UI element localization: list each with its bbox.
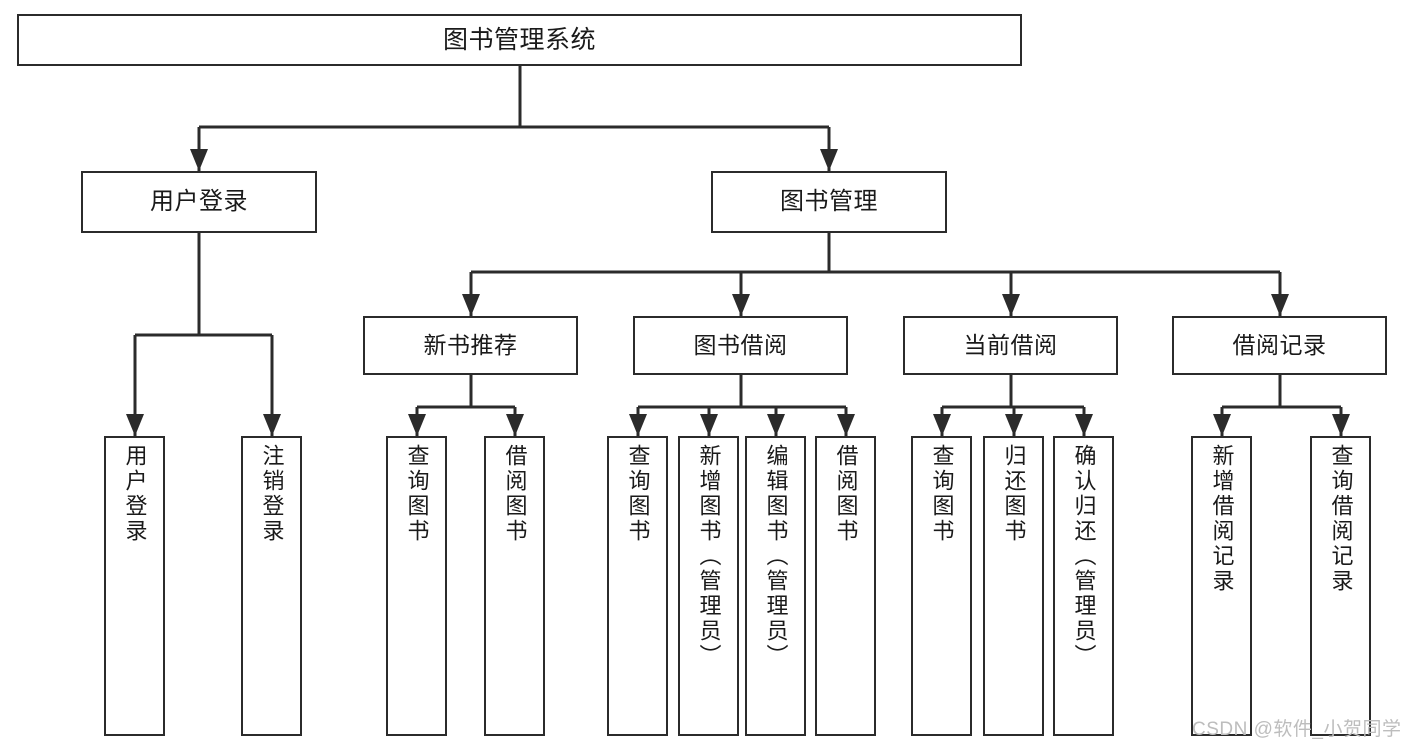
node-leaf-edit-book[interactable]: 编辑图书（管理员） — [745, 436, 806, 736]
conn-current-borrow-arrow-leaf-query-book-3 — [933, 414, 951, 436]
conn-current-borrow-arrow-leaf-confirm-return — [1075, 414, 1093, 436]
node-label-user-login: 用户登录 — [150, 187, 248, 215]
watermark-text: CSDN @软件_小贺同学 — [1192, 719, 1402, 740]
node-book-manage[interactable]: 图书管理 — [711, 171, 947, 233]
node-new-book-recommend[interactable]: 新书推荐 — [363, 316, 578, 375]
conn-book-borrow-arrow-leaf-query-book-2 — [629, 414, 647, 436]
node-leaf-query-record[interactable]: 查询借阅记录 — [1310, 436, 1371, 736]
conn-root-arrow-book-manage — [820, 149, 838, 171]
node-leaf-query-book-1[interactable]: 查询图书 — [386, 436, 447, 736]
conn-root-arrow-user-login — [190, 149, 208, 171]
conn-borrow-record-arrow-leaf-add-record — [1213, 414, 1231, 436]
conn-current-borrow-arrow-leaf-return-book — [1005, 414, 1023, 436]
node-label-leaf-return-book: 归还图书 — [1001, 444, 1027, 544]
node-label-leaf-query-book-2: 查询图书 — [625, 444, 651, 544]
node-leaf-add-book[interactable]: 新增图书（管理员） — [678, 436, 739, 736]
node-leaf-return-book[interactable]: 归还图书 — [983, 436, 1044, 736]
node-label-current-borrow: 当前借阅 — [963, 331, 1058, 358]
conn-book-manage-arrow-new-book-recommend — [462, 294, 480, 316]
node-leaf-confirm-return[interactable]: 确认归还（管理员） — [1053, 436, 1114, 736]
node-user-login[interactable]: 用户登录 — [81, 171, 317, 233]
node-current-borrow[interactable]: 当前借阅 — [903, 316, 1118, 375]
node-label-leaf-confirm-return: 确认归还（管理员） — [1071, 444, 1097, 669]
conn-new-book-recommend-arrow-leaf-borrow-book-1 — [506, 414, 524, 436]
node-label-leaf-add-book: 新增图书（管理员） — [696, 444, 722, 669]
node-label-leaf-add-record: 新增借阅记录 — [1209, 444, 1235, 594]
node-leaf-borrow-book-2[interactable]: 借阅图书 — [815, 436, 876, 736]
node-leaf-query-book-3[interactable]: 查询图书 — [911, 436, 972, 736]
node-label-book-borrow: 图书借阅 — [693, 331, 788, 358]
node-label-leaf-user-login: 用户登录 — [122, 444, 148, 544]
node-label-new-book-recommend: 新书推荐 — [423, 331, 518, 358]
node-label-book-manage: 图书管理 — [780, 187, 878, 215]
conn-borrow-record-arrow-leaf-query-record — [1332, 414, 1350, 436]
conn-book-manage-arrow-book-borrow — [732, 294, 750, 316]
node-label-root: 图书管理系统 — [442, 26, 596, 54]
node-leaf-logout[interactable]: 注销登录 — [241, 436, 302, 736]
node-label-leaf-query-book-1: 查询图书 — [404, 444, 430, 544]
conn-book-borrow-arrow-leaf-borrow-book-2 — [837, 414, 855, 436]
node-label-leaf-borrow-book-1: 借阅图书 — [502, 444, 528, 544]
conn-new-book-recommend-arrow-leaf-query-book-1 — [408, 414, 426, 436]
conn-user-login-arrow-leaf-user-login — [126, 414, 144, 436]
conn-book-manage-arrow-borrow-record — [1271, 294, 1289, 316]
node-label-leaf-edit-book: 编辑图书（管理员） — [763, 444, 789, 669]
node-label-leaf-logout: 注销登录 — [259, 444, 285, 544]
node-label-leaf-query-book-3: 查询图书 — [929, 444, 955, 544]
node-leaf-borrow-book-1[interactable]: 借阅图书 — [484, 436, 545, 736]
node-leaf-add-record[interactable]: 新增借阅记录 — [1191, 436, 1252, 736]
conn-book-manage-arrow-current-borrow — [1002, 294, 1020, 316]
conn-book-borrow-arrow-leaf-add-book — [700, 414, 718, 436]
node-label-leaf-query-record: 查询借阅记录 — [1328, 444, 1354, 594]
node-root[interactable]: 图书管理系统 — [17, 14, 1022, 66]
node-leaf-query-book-2[interactable]: 查询图书 — [607, 436, 668, 736]
conn-book-borrow-arrow-leaf-edit-book — [767, 414, 785, 436]
node-leaf-user-login[interactable]: 用户登录 — [104, 436, 165, 736]
conn-user-login-arrow-leaf-logout — [263, 414, 281, 436]
node-borrow-record[interactable]: 借阅记录 — [1172, 316, 1387, 375]
node-label-borrow-record: 借阅记录 — [1232, 331, 1327, 358]
node-label-leaf-borrow-book-2: 借阅图书 — [833, 444, 859, 544]
node-book-borrow[interactable]: 图书借阅 — [633, 316, 848, 375]
